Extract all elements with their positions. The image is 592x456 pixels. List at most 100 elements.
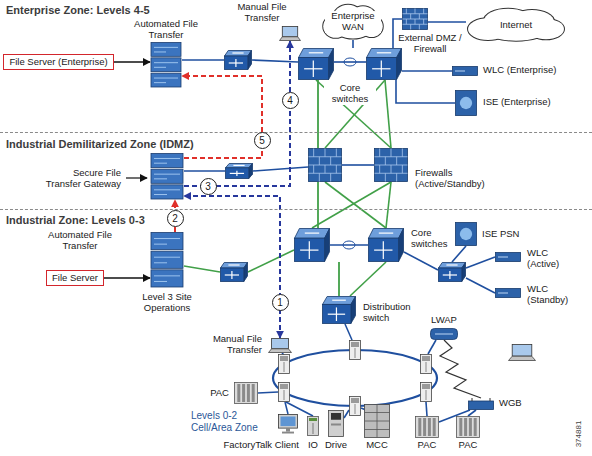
pac-icon [423,418,426,436]
zone-heading: Industrial Zone: Levels 0-3 [5,214,146,227]
firewall-icon [313,165,314,173]
firewall-icon [396,173,397,181]
switch-icon [381,61,382,77]
network-link [385,80,391,148]
figure-id: 374881 [574,421,583,448]
ringsw-icon [350,341,361,360]
network-link [352,40,354,48]
switch-icon [309,52,323,53]
network-link [466,278,495,293]
switchpair-icon [298,48,402,80]
ise-node: ISE PSN [455,222,477,246]
node-label: Enterprise WAN [325,11,381,33]
firewall-icon [406,19,407,24]
switch-icon [377,52,391,53]
port-channel [343,241,355,249]
network-link [396,80,455,103]
cloud-node: Enterprise WAN [322,4,384,40]
switchpair-icon [294,228,404,262]
ringsw-icon [421,355,432,374]
server-icon [154,163,167,164]
firewall-icon [319,157,320,165]
switch-icon [295,238,325,261]
wlc-icon [453,67,478,76]
server-icon [151,251,183,268]
switch-icon [439,263,466,269]
pac-icon [469,418,472,436]
node-label: Distribution switch [362,302,426,324]
network-link [316,80,391,148]
computer-icon [278,414,298,434]
network-link [258,392,278,393]
firewall-icon [402,165,403,173]
mcc-icon [365,405,390,438]
laptop-icon [280,37,301,41]
network-link [317,182,319,228]
switch-icon [379,233,393,234]
switch-icon [462,263,466,282]
wgb-icon [472,398,473,401]
network-link [317,80,319,148]
zone-heading: Industrial Demilitarized Zone (IDMZ) [5,138,195,151]
firewall-node: External DMZ / Firewall [402,8,428,30]
io-icon [308,417,319,436]
ringsw-icon [279,355,290,374]
zone-note: Levels 0-2 Cell/Area Zone [190,410,268,433]
ringsw-icon [355,404,356,414]
file-server-box: File Server [46,270,104,286]
core-switch-pair: Core switches [298,48,402,80]
ringsw-icon [350,397,361,416]
zone-band: Industrial Zone: Levels 0-3File ServerAu… [0,210,592,456]
ringsw-icon [355,348,356,358]
wgb-icon [468,398,494,410]
pac-icon [235,383,258,404]
network-link [345,324,352,340]
ringsw-icon [421,355,432,374]
io-icon [313,423,314,434]
firewall-icon [336,149,337,157]
laptop-icon [512,345,532,357]
ringsw-icon [279,383,290,402]
switch-icon [226,164,253,168]
computer-icon [279,415,298,429]
pac-controller: PAC [234,382,258,404]
wlc-icon [498,293,508,294]
firewall-icon [309,173,342,174]
pac-icon [242,384,245,402]
laptop-icon [272,339,289,349]
access-point: LWAP [430,328,458,340]
firewall-icon [423,19,424,24]
pac-icon [464,418,467,436]
ise-icon [455,90,477,116]
pac-icon [474,418,477,436]
laptop-icon [282,27,297,37]
network-link [428,340,436,354]
node-label: PAC [209,388,230,399]
pac-icon [237,384,240,402]
switch-icon [332,300,346,301]
client-pc: FactoryTalk Client [278,414,298,434]
firewall-icon [336,165,337,173]
node-label: WLC (Enterprise) [482,65,557,76]
drive-icon [331,424,341,426]
node-label: Level 3 Site Operations [126,292,208,314]
node-label: IO [307,440,319,451]
pac-icon [234,382,258,404]
switch-icon [248,51,252,70]
node-label: PAC [417,440,438,451]
firewall-icon [410,24,411,29]
switch-icon [225,51,252,70]
node-label: File Server (Enterprise) [8,57,108,68]
switch-icon [225,56,248,70]
pac-icon [415,416,439,438]
switch-icon [295,229,330,239]
server-icon [154,281,167,282]
io-module: IO [307,416,319,436]
firewall-icon [313,149,314,157]
node-label: External DMZ / Firewall [396,33,464,55]
wlc-icon [498,257,508,258]
ringsw-icon [426,362,427,372]
switch-icon [367,49,402,58]
switch-icon [369,229,404,262]
